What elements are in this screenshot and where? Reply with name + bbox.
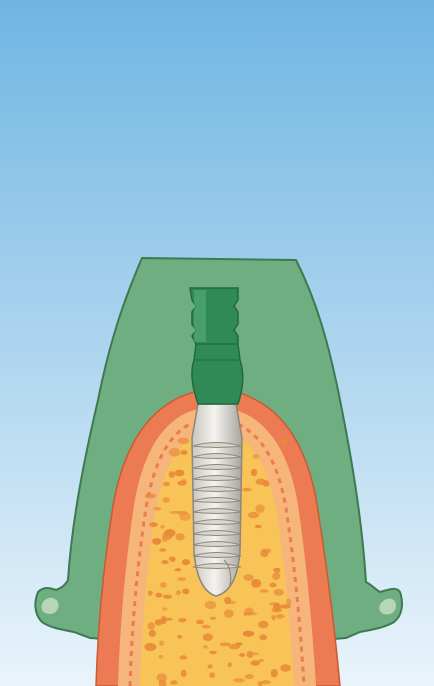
bone-pore	[255, 504, 264, 513]
bone-pore	[271, 615, 275, 620]
bone-pore	[259, 634, 267, 640]
bone-pore	[153, 507, 161, 510]
bone-pore	[209, 651, 217, 655]
bone-pore	[243, 631, 254, 637]
bone-pore	[207, 664, 212, 668]
bone-pore	[163, 595, 172, 599]
bone-pore	[247, 651, 254, 658]
bone-pore	[271, 607, 282, 612]
bone-pore	[149, 522, 158, 527]
bone-pore	[161, 560, 168, 564]
bone-pore	[157, 673, 167, 682]
bone-pore	[170, 511, 182, 514]
bone-pore	[250, 660, 260, 665]
bone-pore	[181, 670, 187, 677]
bone-pore	[245, 674, 254, 679]
bone-pore	[196, 620, 204, 625]
bone-pore	[177, 577, 186, 581]
bone-pore	[202, 625, 211, 629]
bone-pore	[178, 618, 186, 622]
bone-pore	[271, 669, 278, 678]
bone-pore	[159, 548, 166, 552]
bone-pore	[258, 621, 269, 628]
bone-pore	[148, 591, 153, 595]
bone-pore	[159, 655, 164, 658]
bone-pore	[203, 645, 208, 649]
bone-pore	[228, 662, 232, 667]
bone-pore	[203, 633, 213, 641]
bone-pore	[242, 488, 252, 492]
bone-pore	[251, 469, 257, 477]
bone-pore	[155, 593, 162, 598]
bone-pore	[164, 529, 175, 537]
guide-sleeve	[190, 288, 243, 404]
bone-pore	[280, 664, 291, 671]
bone-pore	[180, 655, 188, 659]
bone-pore	[239, 653, 245, 657]
bone-pore	[256, 479, 266, 485]
bone-pore	[149, 630, 156, 637]
bone-pore	[255, 525, 262, 528]
bone-pore	[209, 672, 215, 678]
bone-pore	[152, 538, 161, 545]
bone-pore	[159, 640, 164, 646]
bone-pore	[281, 438, 288, 445]
bone-pore	[246, 612, 258, 615]
bone-pore	[176, 590, 181, 595]
bone-pore	[175, 568, 182, 571]
bone-pore	[269, 602, 279, 605]
bone-pore	[269, 583, 276, 588]
bone-pore	[182, 559, 190, 565]
bone-pore	[182, 588, 189, 594]
bone-pore	[178, 438, 190, 445]
bone-pore	[205, 601, 217, 609]
bone-pore	[260, 549, 268, 557]
bone-pore	[160, 582, 167, 588]
bone-pore	[260, 589, 268, 592]
bone-pore	[220, 643, 231, 647]
bone-pore	[175, 470, 185, 477]
bone-pore	[274, 589, 284, 596]
bone-pore	[177, 635, 182, 639]
bone-pore	[280, 604, 291, 608]
bone-pore	[233, 678, 245, 683]
bone-pore	[224, 609, 234, 618]
bone-pore	[169, 448, 181, 457]
bone-pore	[161, 616, 167, 625]
bone-pore	[145, 493, 157, 498]
bone-pore	[251, 579, 261, 588]
bone-pore	[229, 644, 241, 649]
bone-pore	[248, 512, 259, 519]
bone-pore	[228, 601, 236, 605]
bone-pore	[162, 607, 167, 610]
bone-pore	[179, 512, 190, 521]
bone-pore	[210, 617, 217, 620]
bone-pore	[170, 680, 178, 684]
bone-pore	[163, 482, 170, 487]
bone-pore	[144, 643, 156, 651]
bone-pore	[181, 479, 186, 483]
bone-pore	[175, 533, 184, 540]
bone-pore	[169, 471, 175, 478]
bone-pore	[272, 573, 280, 581]
bone-pore	[160, 525, 165, 529]
bone-pore	[276, 614, 285, 619]
bone-pore	[252, 454, 259, 459]
dental-implant	[192, 404, 242, 596]
bone-pore	[162, 497, 170, 503]
bone-pore	[147, 622, 155, 629]
bone-pore	[181, 450, 188, 455]
bone-pore	[169, 557, 175, 561]
bone-pore	[243, 574, 254, 580]
